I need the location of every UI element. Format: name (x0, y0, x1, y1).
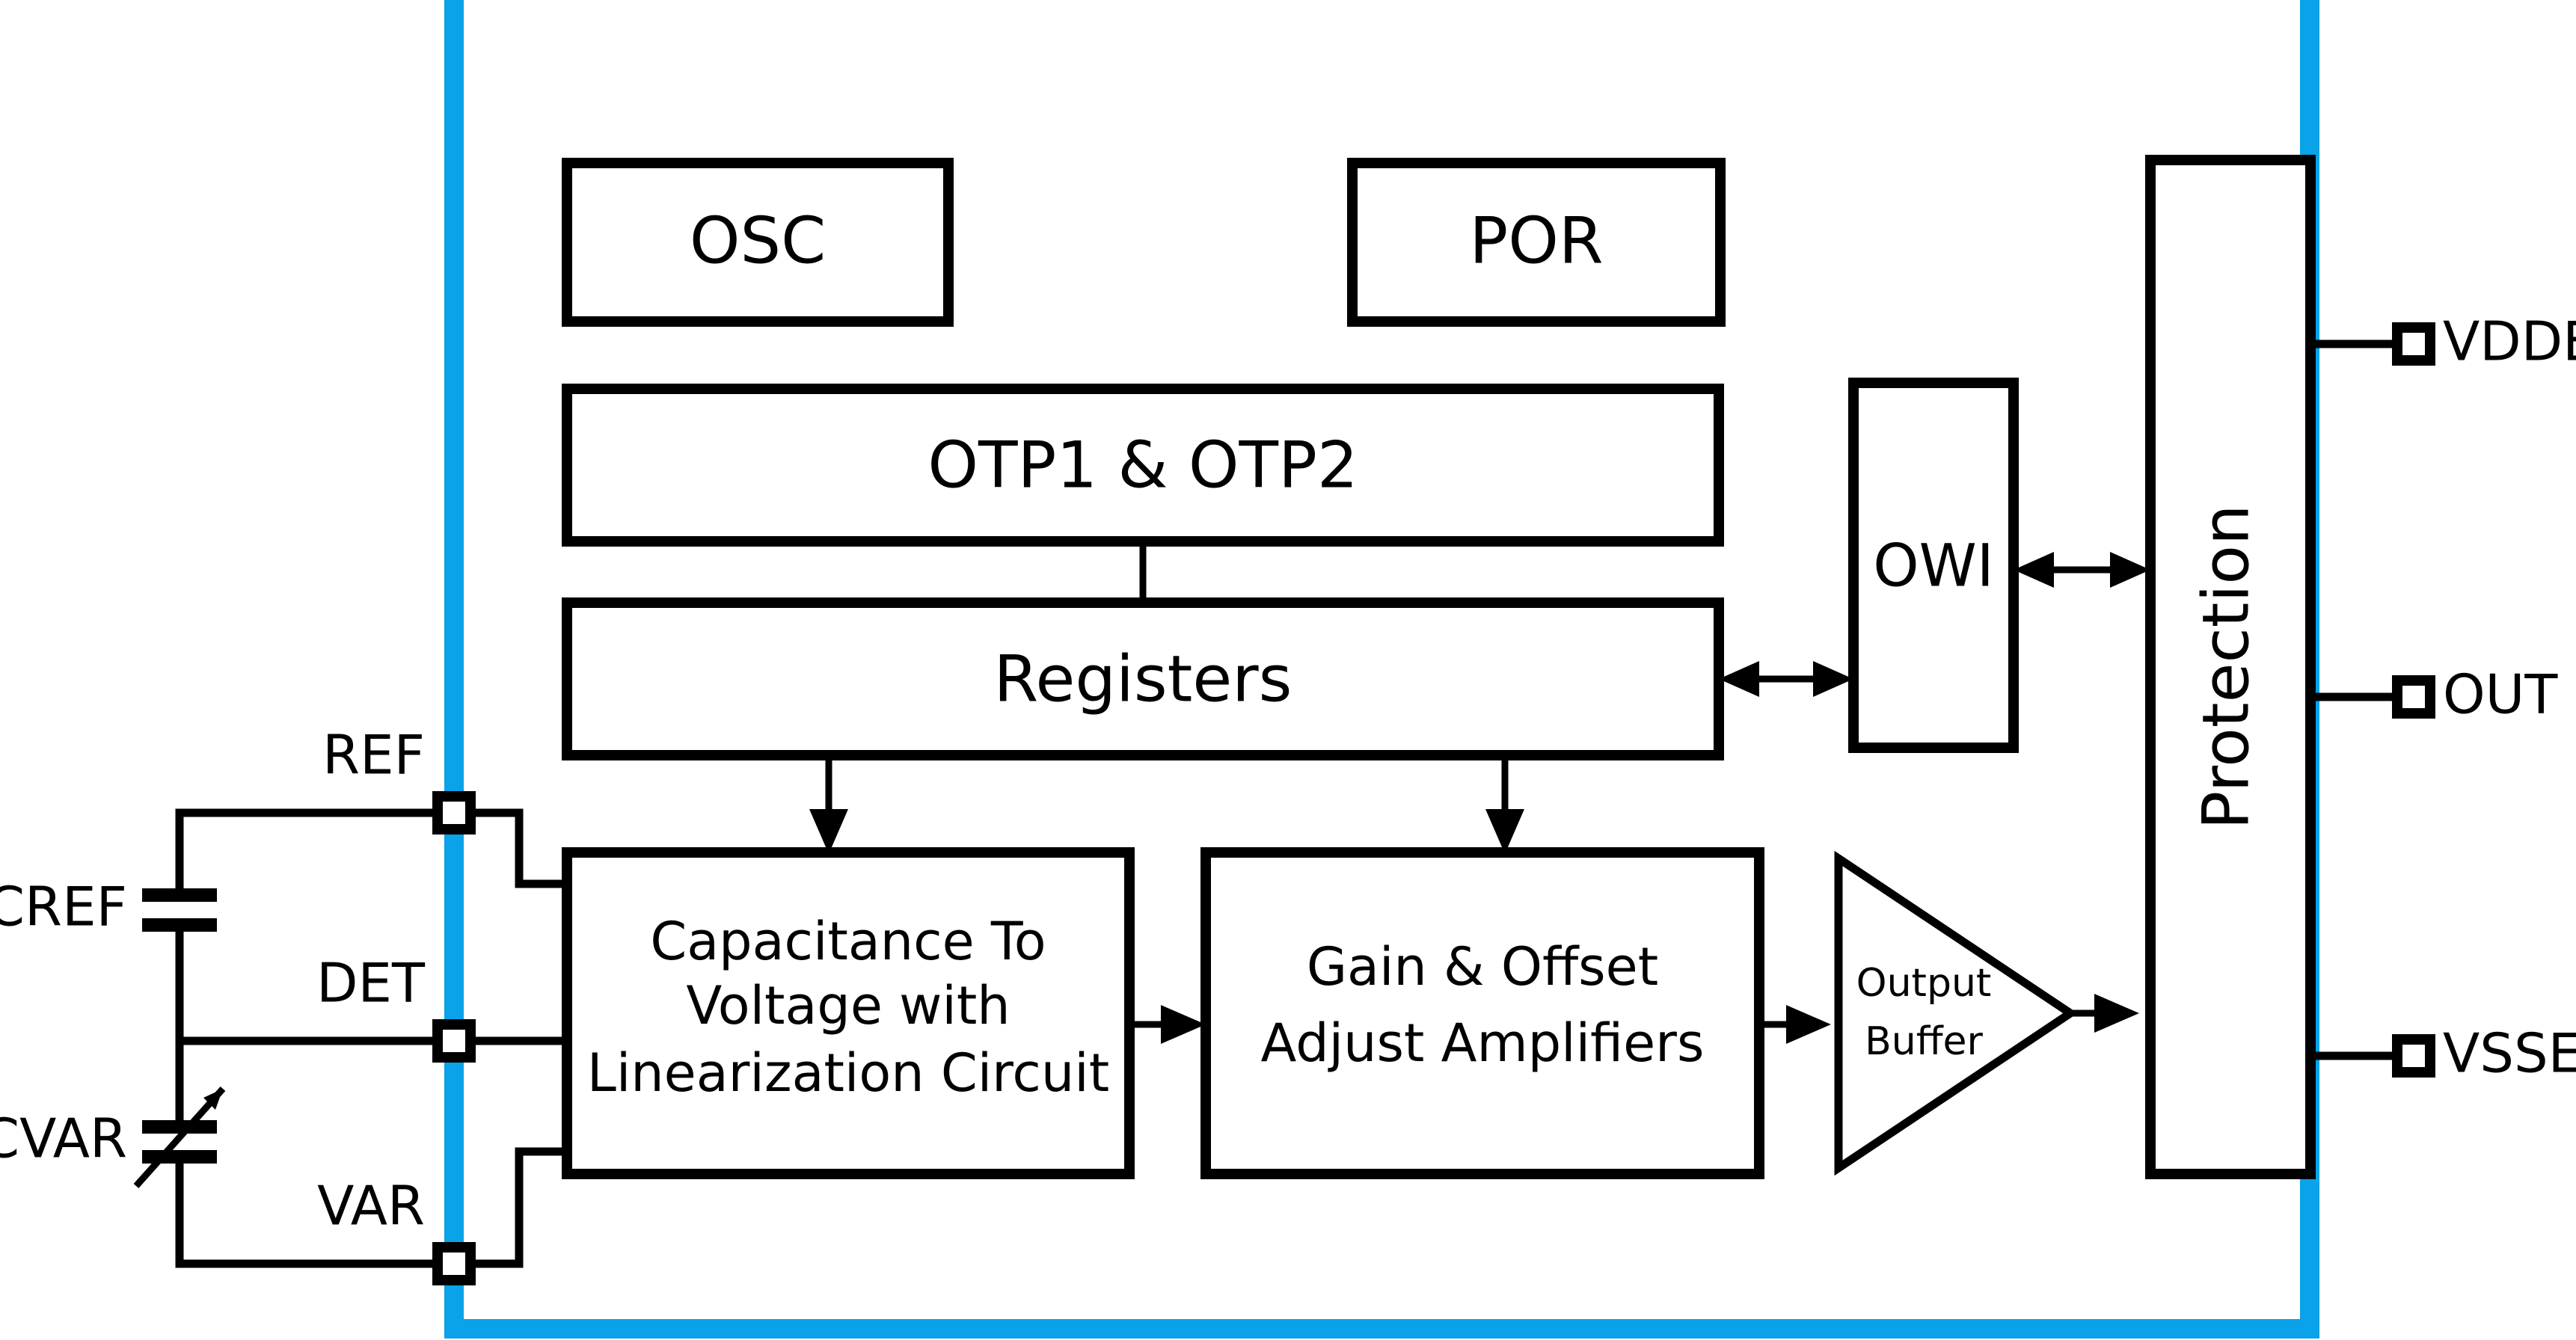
block-owi[interactable] (1848, 378, 2019, 753)
cref-plate-top (142, 888, 217, 902)
block-gain-label-line2: Adjust Amplifiers (1261, 1012, 1705, 1074)
block-outbuf-label-line1: Output (1856, 961, 1992, 1006)
block-por-label: POR (1469, 203, 1603, 278)
pin-pad-det[interactable] (432, 1019, 476, 1063)
pin-label-ref: REF (322, 724, 425, 787)
cvar-plate-bottom (142, 1150, 217, 1164)
block-c2v-label-line1: Capacitance To (650, 911, 1046, 972)
block-c2v[interactable] (562, 847, 1135, 1179)
block-outbuf-label-line2: Buffer (1865, 1019, 1983, 1064)
wire-var-into-c2v (476, 1147, 567, 1268)
block-gain[interactable] (1200, 847, 1764, 1179)
block-otp-label: OTP1 & OTP2 (927, 428, 1358, 502)
wire-gain-to-outbuf (1759, 1005, 1831, 1044)
pin-pad-vdde[interactable] (2392, 322, 2435, 366)
pin-label-vdde: VDDE (2443, 310, 2576, 373)
block-protection-label: Protection (2189, 504, 2263, 829)
pin-label-out: OUT (2443, 663, 2558, 726)
cvar-label: CVAR (0, 1107, 127, 1170)
wire-registers-to-c2v (809, 755, 848, 854)
pin-label-vsse: VSSE (2443, 1022, 2576, 1085)
cvar-variable-arrow-shaft (133, 1087, 226, 1188)
wire-ref-to-cref (175, 808, 454, 888)
block-c2v-label-line3: Linearization Circuit (587, 1042, 1109, 1104)
block-owi-label: OWI (1873, 532, 1994, 600)
wire-c2v-to-gain (1129, 1005, 1206, 1044)
cvar-plate-top (142, 1120, 217, 1134)
block-otp[interactable] (562, 384, 1724, 547)
block-protection[interactable] (2145, 155, 2316, 1179)
pin-label-var: VAR (317, 1175, 425, 1238)
wire-registers-owi-bidirectional (1719, 661, 1853, 697)
cvar-variable-arrow-head (203, 1089, 223, 1110)
cref-label: CREF (0, 876, 127, 938)
cref-plate-bottom (142, 918, 217, 932)
block-gain-label-line1: Gain & Offset (1307, 936, 1658, 998)
block-registers-label: Registers (994, 642, 1292, 716)
wire-ref-into-c2v (476, 808, 567, 888)
block-output-buffer[interactable] (1834, 850, 2078, 1176)
block-osc-label: OSC (690, 203, 826, 278)
block-por[interactable] (1347, 158, 1726, 327)
block-c2v-label-line2: Voltage with (686, 975, 1010, 1036)
external-cref-network (133, 808, 454, 1268)
pin-pad-out[interactable] (2392, 675, 2435, 719)
block-osc[interactable] (562, 158, 954, 327)
pin-pad-vsse[interactable] (2392, 1034, 2435, 1078)
wire-cvar-to-var (175, 1164, 454, 1268)
wire-registers-to-gain (1485, 755, 1524, 854)
wire-owi-protection-bidirectional (2014, 552, 2150, 588)
pin-label-det: DET (316, 952, 426, 1015)
wire-outbuf-to-protection (2070, 994, 2139, 1033)
block-registers[interactable] (562, 597, 1724, 760)
pin-pad-ref[interactable] (432, 791, 476, 835)
pin-pad-var[interactable] (432, 1242, 476, 1285)
